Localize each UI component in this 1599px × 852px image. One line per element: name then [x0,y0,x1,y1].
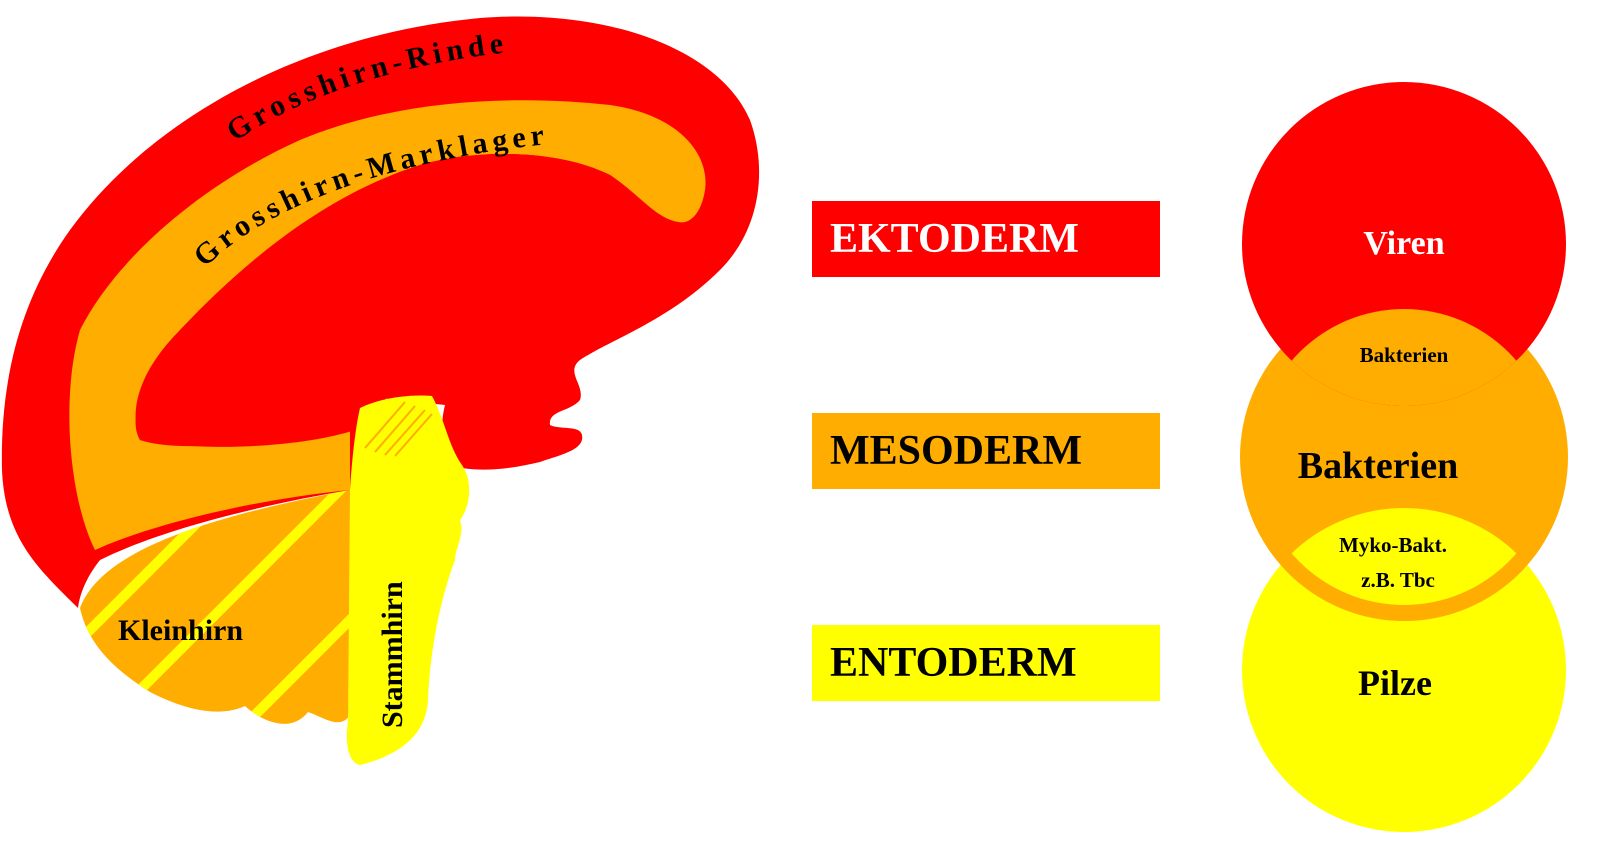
bacteria-label: Bakterien [1298,445,1458,487]
germ-layer-mesoderm: MESODERM [812,413,1160,489]
germ-layer-label: ENTODERM [830,640,1077,686]
cerebellum-label: Kleinhirn [118,614,243,647]
myco-overlap-lens [1256,508,1552,605]
germ-layer-label: MESODERM [830,428,1082,474]
germ-layer-ektoderm: EKTODERM [812,201,1160,277]
fungi-label: Pilze [1358,663,1432,703]
virus-circle [1242,82,1566,406]
cortex-inner-region [135,153,690,447]
myco-label-line1: Myko-Bakt. [1339,533,1447,557]
pathogen-circles: Viren Bakterien Bakterien Myko-Bakt. z.B… [1240,82,1568,832]
brainstem-region [346,395,470,765]
germ-layer-label: EKTODERM [830,216,1079,262]
virus-label: Viren [1363,225,1444,262]
germ-layer-entoderm: ENTODERM [812,625,1160,701]
bacteria-overlap-lens [1256,309,1552,406]
bacteria-overlap-label: Bakterien [1360,343,1449,367]
white-matter-region [69,100,706,550]
myco-label-line2: z.B. Tbc [1361,568,1435,592]
brainstem-hatching [364,401,433,457]
brainstem-label: Stammhirn [376,581,409,728]
brain-illustration: Grosshirn-Rinde Grosshirn-Marklager Klei… [1,16,760,765]
